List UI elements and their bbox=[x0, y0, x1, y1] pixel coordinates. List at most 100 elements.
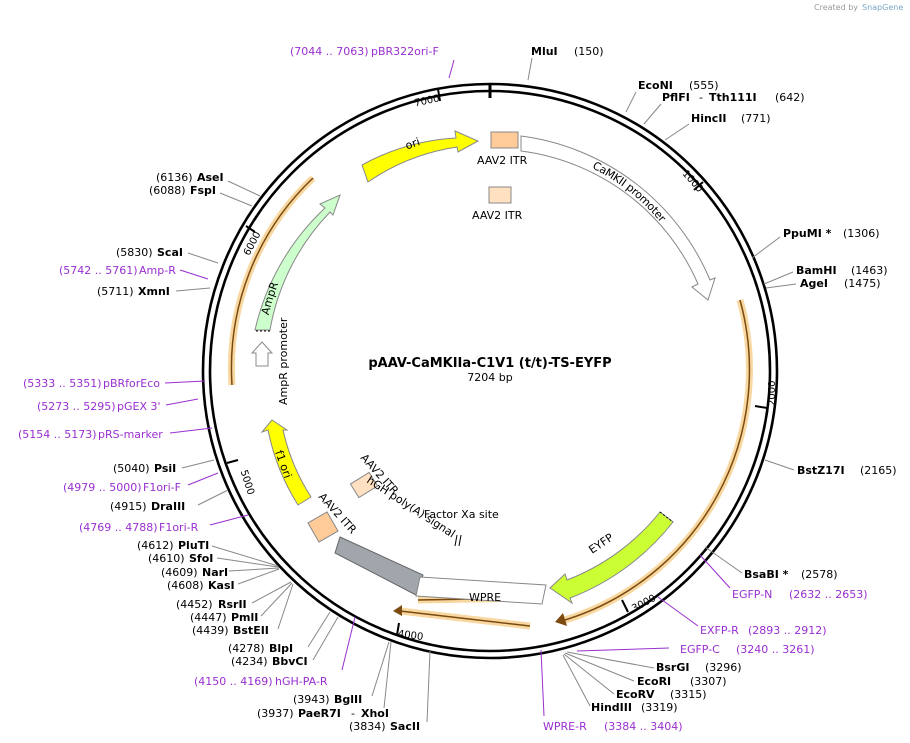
primer-wpre-r[interactable]: WPRE-R (3384 .. 3404) bbox=[540, 649, 683, 733]
enzyme-ecori[interactable]: EcoRI (3307) bbox=[564, 652, 727, 688]
primer-f1ori-r[interactable]: (4769 .. 4788) F1ori-R bbox=[79, 514, 249, 534]
feature-ori[interactable]: ori bbox=[361, 130, 480, 183]
svg-text:(4612): (4612) bbox=[137, 539, 174, 552]
primer-egfp-c[interactable]: EGFP-C (3240 .. 3261) bbox=[576, 643, 815, 656]
feature-itr-top[interactable] bbox=[490, 131, 519, 149]
svg-text:FspI: FspI bbox=[190, 184, 216, 197]
svg-text:AgeI: AgeI bbox=[800, 277, 828, 290]
enzyme-econi[interactable]: EcoNI (555) bbox=[625, 79, 719, 113]
svg-text:SnapGene: SnapGene bbox=[862, 3, 903, 12]
svg-text:(771): (771) bbox=[741, 112, 771, 125]
svg-text:PaeR7I: PaeR7I bbox=[298, 707, 341, 720]
svg-text:(5273 .. 5295): (5273 .. 5295) bbox=[37, 400, 116, 413]
svg-text:RsrII: RsrII bbox=[218, 598, 247, 611]
svg-text:(2578): (2578) bbox=[801, 568, 838, 581]
svg-text:XmnI: XmnI bbox=[138, 285, 170, 298]
enzyme-hindiii[interactable]: HindIII (3319) bbox=[562, 654, 678, 714]
enzyme-bsabi[interactable]: BsaBI * (2578) bbox=[704, 546, 838, 581]
enzyme-mlui[interactable]: MluI (150) bbox=[527, 45, 604, 81]
svg-text:(3834): (3834) bbox=[349, 720, 386, 733]
enzyme-psii[interactable]: (5040) PsiI bbox=[113, 459, 215, 475]
primer-prs-marker[interactable]: (5154 .. 5173) pRS-marker bbox=[18, 427, 213, 441]
svg-text:AmpR promoter: AmpR promoter bbox=[277, 317, 290, 405]
feature-ampr[interactable]: AmpR bbox=[254, 194, 341, 332]
svg-text:-: - bbox=[699, 91, 703, 104]
enzyme-pluti[interactable]: (4612) PluTI bbox=[137, 539, 279, 567]
enzyme-blpi[interactable]: (4278) BlpI bbox=[228, 611, 331, 655]
feature-factor-xa[interactable]: Factor Xa site bbox=[424, 508, 499, 547]
svg-text:(4150 .. 4169): (4150 .. 4169) bbox=[194, 675, 273, 688]
primer-pbrforeco[interactable]: (5333 .. 5351) pBRforEco bbox=[23, 377, 206, 390]
svg-text:BstZ17I: BstZ17I bbox=[797, 464, 845, 477]
primer-hgh-pa-r[interactable]: (4150 .. 4169) hGH-PA-R bbox=[194, 616, 356, 688]
svg-text:PflFI: PflFI bbox=[662, 91, 690, 104]
label-itr-top2: AAV2 ITR bbox=[472, 209, 523, 222]
primer-pbr322ori-f[interactable]: (7044 .. 7063) pBR322ori-F bbox=[290, 45, 455, 79]
enzyme-rsrii[interactable]: (4452) RsrII bbox=[176, 581, 292, 611]
svg-text:(5154 .. 5173): (5154 .. 5173) bbox=[18, 428, 97, 441]
svg-text:PmlI: PmlI bbox=[231, 611, 258, 624]
feature-itr-top2[interactable] bbox=[488, 186, 512, 204]
enzyme-fspi[interactable]: (6088) FspI bbox=[149, 184, 253, 207]
svg-text:BglII: BglII bbox=[334, 693, 362, 706]
tick-label: 5000 bbox=[238, 469, 256, 497]
enzyme-paer7i[interactable]: (3937) PaeR7I - XhoI bbox=[257, 641, 392, 720]
svg-text:BsrGI: BsrGI bbox=[656, 661, 689, 674]
primer-amp-r[interactable]: (5742 .. 5761) Amp-R bbox=[59, 264, 209, 280]
enzyme-ppumi[interactable]: PpuMI * (1306) bbox=[751, 227, 880, 259]
svg-text:ScaI: ScaI bbox=[157, 246, 183, 259]
tick-label: 2000 bbox=[767, 381, 778, 406]
svg-text:(6136): (6136) bbox=[156, 171, 193, 184]
svg-text:(3943): (3943) bbox=[293, 693, 330, 706]
primer-f1ori-f[interactable]: (4979 .. 5000) F1ori-F bbox=[63, 472, 219, 494]
svg-text:pBR322ori-F: pBR322ori-F bbox=[371, 45, 439, 58]
tick-label: 7000 bbox=[413, 93, 440, 109]
enzyme-bbvci[interactable]: (4234) BbvCI bbox=[231, 616, 339, 668]
enzyme-nari[interactable]: (4609) NarI bbox=[161, 566, 280, 579]
primer-exfp-r[interactable]: EXFP-R (2893 .. 2912) bbox=[657, 596, 827, 637]
orf-arcs bbox=[227, 175, 753, 630]
enzyme-kasi[interactable]: (4608) KasI bbox=[167, 568, 280, 592]
enzyme-ecorv[interactable]: EcoRV (3315) bbox=[563, 653, 707, 701]
primer-pgex3[interactable]: (5273 .. 5295) pGEX 3' bbox=[37, 398, 199, 413]
svg-text:(2165): (2165) bbox=[860, 464, 897, 477]
enzyme-scai[interactable]: (5830) ScaI bbox=[116, 246, 219, 264]
feature-itr-bottom-in[interactable] bbox=[349, 471, 379, 499]
enzyme-hincii[interactable]: HincII (771) bbox=[664, 112, 771, 141]
enzyme-xmni[interactable]: (5711) XmnI bbox=[97, 285, 211, 298]
enzyme-sfoi[interactable]: (4610) SfoI bbox=[148, 552, 279, 568]
enzyme-bstz17i[interactable]: BstZ17I (2165) bbox=[764, 459, 897, 477]
enzyme-agei[interactable]: AgeI (1475) bbox=[765, 277, 881, 290]
enzyme-bsrgi[interactable]: BsrGI (3296) bbox=[566, 651, 742, 674]
svg-text:f1 ori: f1 ori bbox=[272, 449, 294, 480]
tick-label: 3000 bbox=[630, 593, 658, 615]
primer-egfp-n[interactable]: EGFP-N (2632 .. 2653) bbox=[699, 554, 868, 601]
svg-text:Tth111I: Tth111I bbox=[709, 91, 757, 104]
svg-text:NarI: NarI bbox=[202, 566, 228, 579]
feature-hgh-polya[interactable]: hGH poly(A) signal bbox=[334, 474, 458, 596]
svg-text:MluI: MluI bbox=[531, 45, 558, 58]
svg-text:(3296): (3296) bbox=[705, 661, 742, 674]
svg-text:(5830): (5830) bbox=[116, 246, 153, 259]
enzyme-bamhi[interactable]: BamHI (1463) bbox=[763, 264, 888, 285]
enzyme-pflfi[interactable]: PflFI - Tth111I (642) bbox=[643, 91, 805, 125]
enzyme-bglii[interactable]: (3943) BglII bbox=[293, 641, 390, 706]
enzyme-pmli[interactable]: (4447) PmlI bbox=[190, 582, 293, 624]
feature-ampr-promoter[interactable]: AmpR promoter bbox=[250, 317, 290, 405]
svg-text:(5040): (5040) bbox=[113, 462, 150, 475]
feature-f1-ori[interactable]: f1 ori bbox=[260, 419, 312, 506]
svg-text:PsiI: PsiI bbox=[154, 462, 176, 475]
enzyme-bsteii[interactable]: (4439) BstEII bbox=[192, 583, 294, 637]
enzyme-asei[interactable]: (6136) AseI bbox=[156, 171, 261, 197]
enzyme-draiii[interactable]: (4915) DraIII bbox=[110, 489, 229, 513]
enzyme-sacii[interactable]: (3834) SacII bbox=[349, 650, 431, 733]
feature-wpre[interactable]: WPRE bbox=[415, 576, 547, 605]
svg-text:Factor Xa site: Factor Xa site bbox=[424, 508, 499, 521]
svg-text:(4769 .. 4788): (4769 .. 4788) bbox=[79, 521, 158, 534]
svg-text:PpuMI *: PpuMI * bbox=[783, 227, 832, 240]
svg-text:(4439): (4439) bbox=[192, 624, 229, 637]
feature-itr-bottom-out[interactable] bbox=[307, 511, 339, 543]
svg-text:(3315): (3315) bbox=[670, 688, 707, 701]
feature-eyfp[interactable]: EYFP bbox=[549, 511, 674, 605]
